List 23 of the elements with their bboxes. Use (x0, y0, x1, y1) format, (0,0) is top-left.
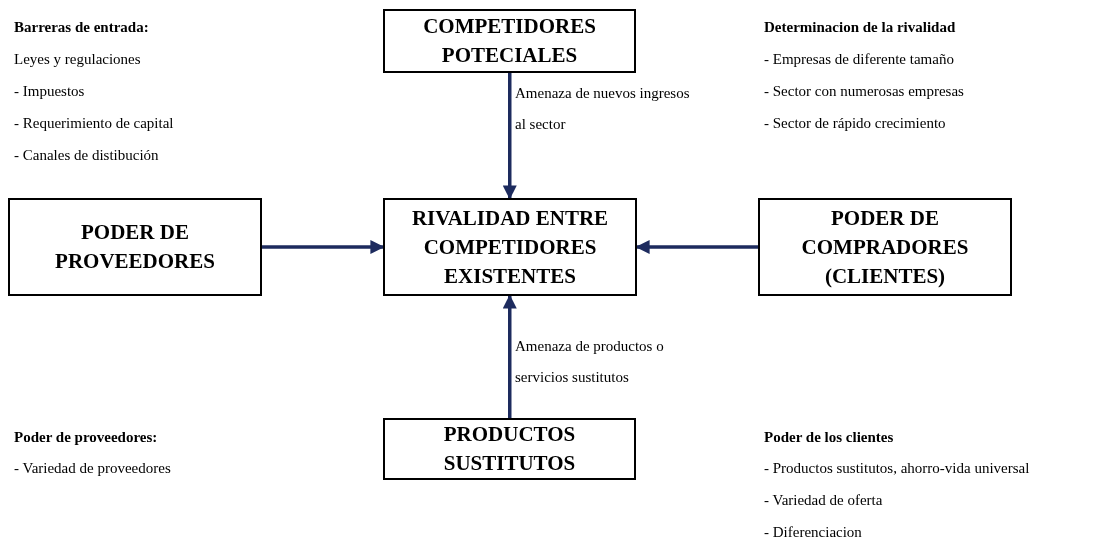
list-item: - Sector con numerosas empresas (764, 82, 964, 100)
process-box: COMPETIDORES POTECIALES (383, 9, 636, 73)
process-box: RIVALIDAD ENTRE COMPETIDORES EXISTENTES (383, 198, 637, 296)
section-heading: Poder de proveedores: (14, 428, 158, 446)
section-heading: Poder de los clientes (764, 428, 894, 446)
list-item: - Diferenciacion (764, 523, 862, 541)
section-heading: Determinacion de la rivalidad (764, 18, 956, 36)
list-item: - Variedad de oferta (764, 491, 883, 509)
list-item: - Variedad de proveedores (14, 459, 171, 477)
list-item: - Canales de distibución (14, 146, 159, 164)
arrow (262, 240, 385, 254)
arrow (502, 294, 517, 418)
process-box: PODER DE PROVEEDORES (8, 198, 262, 296)
process-box: PODER DE COMPRADORES (CLIENTES) (758, 198, 1012, 296)
list-item: - Productos sustitutos, ahorro-vida universal (764, 459, 1030, 477)
arrow (502, 73, 517, 200)
list-item: - Empresas de diferente tamaño (764, 50, 954, 68)
list-item: - Impuestos (14, 82, 85, 100)
list-item: - Requerimiento de capital (14, 114, 174, 132)
section-heading: Barreras de entrada: (14, 18, 149, 36)
process-box: PRODUCTOS SUSTITUTOS (383, 418, 636, 480)
list-item: - Sector de rápido crecimiento (764, 114, 946, 132)
list-item: Leyes y regulaciones (14, 50, 141, 68)
